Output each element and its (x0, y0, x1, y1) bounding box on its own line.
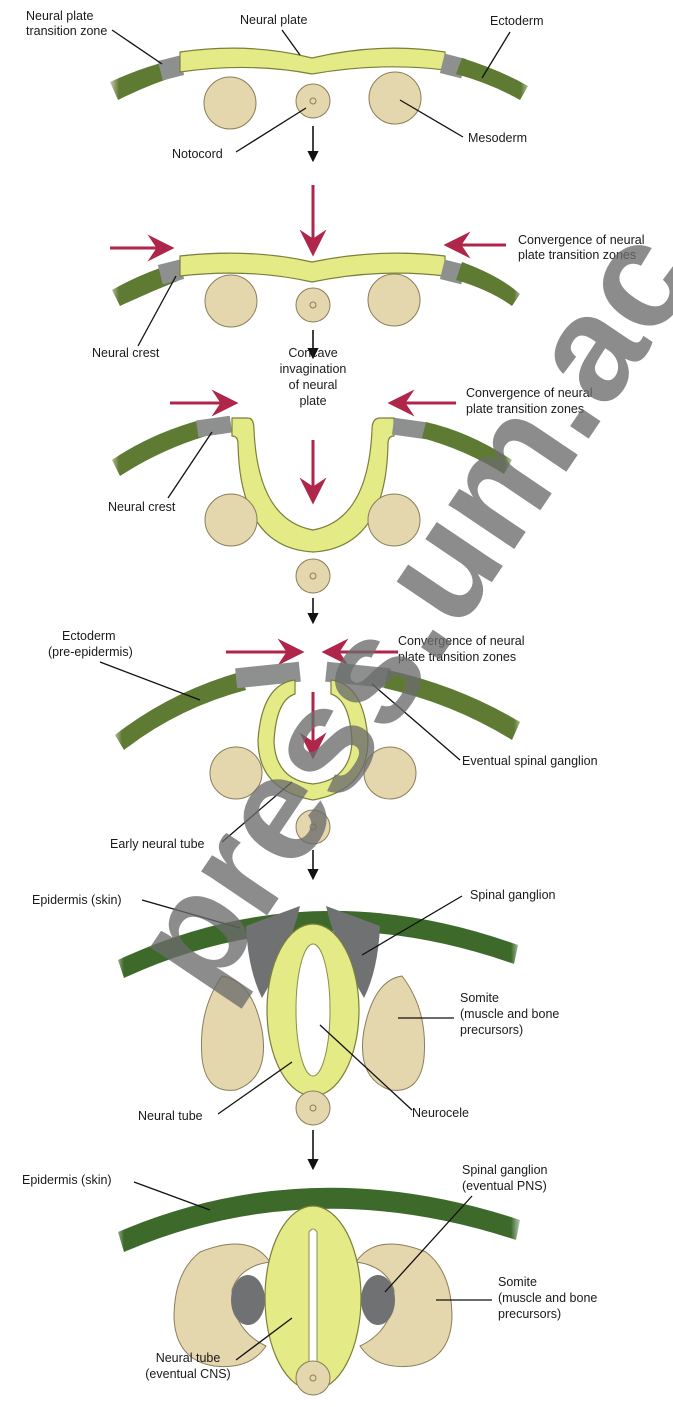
label-neural-crest-3: Neural crest (108, 500, 176, 514)
mesoderm-left (204, 77, 256, 129)
neurocele (296, 944, 330, 1076)
label-spinal-ganglion-6: Spinal ganglion(eventual PNS) (462, 1163, 548, 1193)
mesoderm-left-3 (205, 494, 257, 546)
label-epidermis-6: Epidermis (skin) (22, 1173, 112, 1187)
central-canal (309, 1229, 317, 1365)
label-mesoderm: Mesoderm (468, 131, 527, 145)
spinal-ganglion-left-6 (231, 1275, 265, 1325)
label-ectoderm: Ectoderm (490, 14, 544, 28)
mesoderm-right (369, 72, 421, 124)
label-neural-crest-2: Neural crest (92, 346, 160, 360)
label-spinal-ganglion-5: Spinal ganglion (470, 888, 556, 902)
label-ectoderm-pre-epidermis: Ectoderm(pre-epidermis) (48, 629, 133, 659)
label-neural-plate: Neural plate (240, 13, 307, 27)
mesoderm-right-2 (368, 274, 420, 326)
notocord-2 (296, 288, 330, 322)
notocord-5 (296, 1091, 330, 1125)
notocord-6 (296, 1361, 330, 1395)
label-eventual-spinal-ganglion: Eventual spinal ganglion (462, 754, 598, 768)
stage-6-cns-pns: Epidermis (skin) Spinal ganglion(eventua… (22, 1163, 597, 1395)
mesoderm-left-2 (205, 275, 257, 327)
label-neurocele: Neurocele (412, 1106, 469, 1120)
label-notocord: Notocord (172, 147, 223, 161)
spinal-ganglion-right-6 (361, 1275, 395, 1325)
neural-plate (180, 48, 445, 74)
label-epidermis-5: Epidermis (skin) (32, 893, 122, 907)
neural-crest-left-3 (196, 416, 232, 438)
notocord (296, 84, 330, 118)
label-neural-tube-5: Neural tube (138, 1109, 203, 1123)
